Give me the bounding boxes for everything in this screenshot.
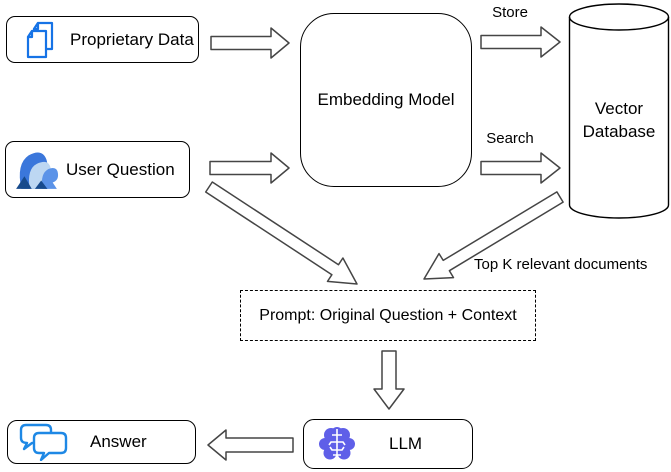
node-prompt: Prompt: Original Question + Context <box>240 290 536 341</box>
brain-icon <box>318 426 356 462</box>
arrow-llm-to-answer <box>207 429 294 461</box>
vector-database-cylinder <box>568 3 670 219</box>
node-label: Proprietary Data <box>70 29 194 49</box>
arrow-store <box>480 26 561 58</box>
arrow-prompt-to-llm <box>373 350 405 410</box>
node-vector-database-label: Vector Database <box>582 99 656 141</box>
node-label: Embedding Model <box>317 90 455 109</box>
arrow-userquestion-to-prompt <box>204 181 358 285</box>
node-user-question: User Question <box>5 141 190 198</box>
edge-label-store: Store <box>492 4 528 21</box>
documents-icon <box>24 21 56 59</box>
edge-label-top-k: Top K relevant documents <box>474 256 648 273</box>
arrow-search <box>480 152 561 184</box>
users-icon <box>14 146 60 193</box>
node-llm: LLM <box>303 419 473 469</box>
edge-label-search: Search <box>486 130 534 147</box>
node-label: LLM <box>389 434 423 453</box>
node-label: User Question <box>66 159 175 179</box>
node-label: Answer <box>90 432 147 451</box>
arrow-userquestion-to-embedding <box>209 152 290 184</box>
node-proprietary-data: Proprietary Data <box>6 16 199 63</box>
arrow-proprietary-to-embedding <box>210 27 290 59</box>
arrow-vectordb-to-prompt <box>423 191 564 280</box>
node-label: Prompt: Original Question + Context <box>259 306 517 324</box>
chat-bubbles-icon <box>18 423 70 461</box>
node-embedding-model: Embedding Model <box>300 13 472 187</box>
node-answer: Answer <box>7 420 196 464</box>
